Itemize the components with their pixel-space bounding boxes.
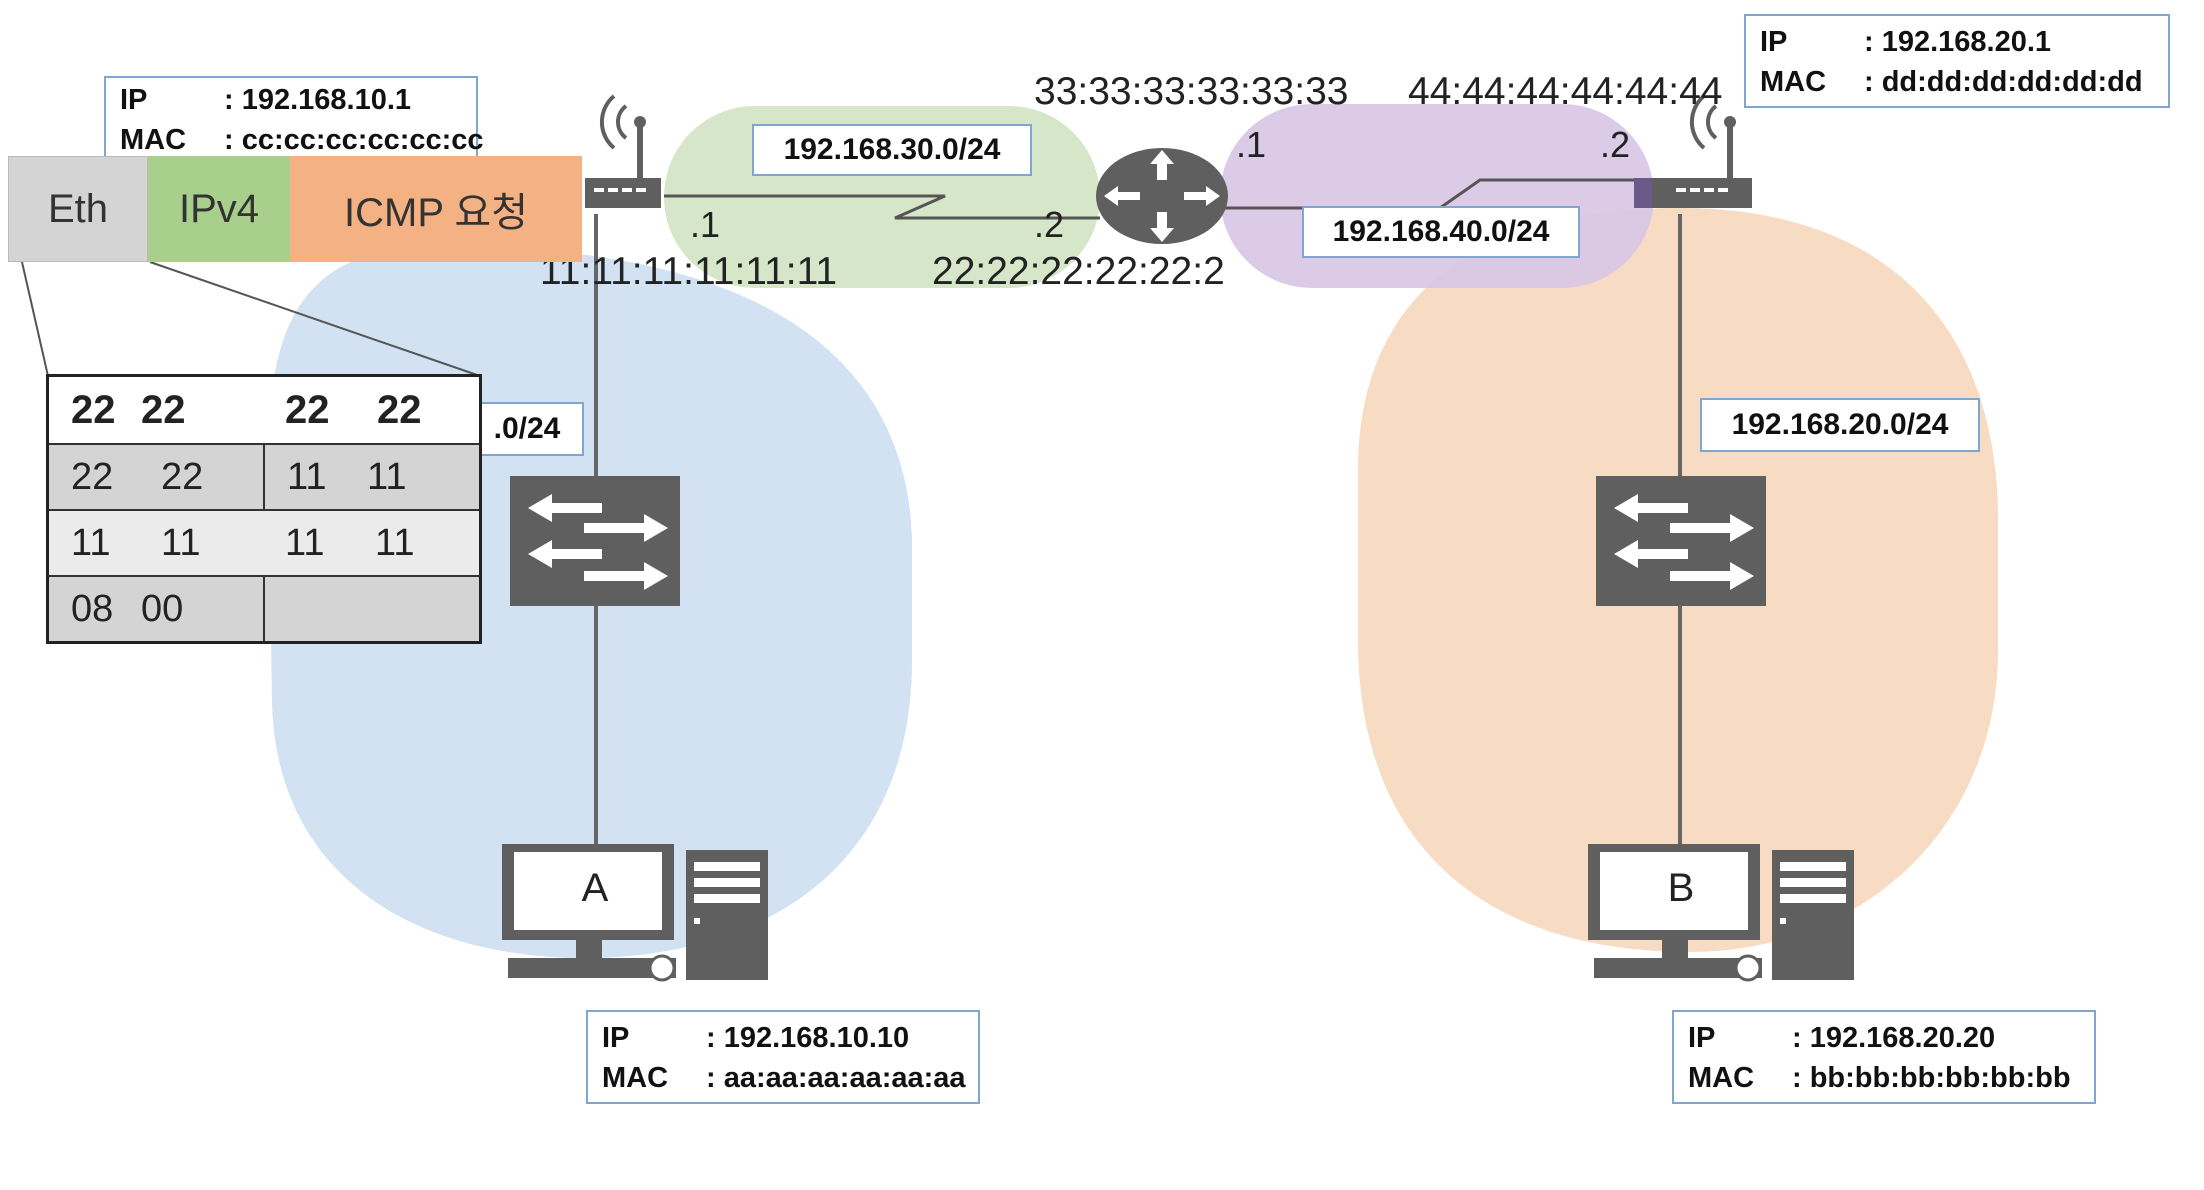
router-a-mac: : cc:cc:cc:cc:cc:cc xyxy=(224,124,484,156)
frame-cell: 22 xyxy=(71,455,114,498)
frame-row: 08 00 xyxy=(49,575,479,641)
packet: Eth IPv4 ICMP 요청 xyxy=(8,156,582,262)
ip-key: IP xyxy=(1760,26,1788,58)
frame-cell: 08 xyxy=(71,587,114,630)
ip-key: IP xyxy=(602,1022,630,1054)
iface-core-right: .1 xyxy=(1236,124,1267,165)
host-b-info: IP : 192.168.20.20 MAC : bb:bb:bb:bb:bb:bb xyxy=(1672,1010,2096,1104)
desktop-computer-icon xyxy=(1588,844,1854,982)
packet-icmp-payload: ICMP 요청 xyxy=(290,156,582,262)
router-a-ip: : 192.168.10.1 xyxy=(224,84,412,116)
packet-ipv4-header: IPv4 xyxy=(148,156,290,262)
host-b-ip: : 192.168.20.20 xyxy=(1792,1022,1996,1054)
frame-row: 11 11 11 11 xyxy=(49,509,479,575)
frame-cell: 22 xyxy=(285,387,330,432)
subnet-label-lan-b: 192.168.20.0/24 xyxy=(1700,398,1980,452)
mac-key: MAC xyxy=(1760,66,1827,98)
callout-line xyxy=(21,261,49,377)
frame-cell: 11 xyxy=(71,521,111,564)
host-a-mac: : aa:aa:aa:aa:aa:aa xyxy=(706,1062,966,1094)
mac-key: MAC xyxy=(1688,1062,1755,1094)
frame-cell: 00 xyxy=(141,587,184,630)
frame-cell: 11 xyxy=(285,521,325,564)
mac-key: MAC xyxy=(602,1062,669,1094)
router-b-mac: : dd:dd:dd:dd:dd:dd xyxy=(1864,66,2143,98)
router-b-info: IP : 192.168.20.1 MAC : dd:dd:dd:dd:dd:dd xyxy=(1744,14,2170,108)
host-b-mac: : bb:bb:bb:bb:bb:bb xyxy=(1792,1062,2071,1094)
serial-link-left xyxy=(664,194,1100,220)
mac-key: MAC xyxy=(120,124,187,156)
frame-cell: 22 xyxy=(141,387,186,432)
subnet-label-wan-right: 192.168.40.0/24 xyxy=(1302,206,1580,258)
frame-row: 22 22 11 11 xyxy=(49,443,479,509)
frame-row: 22 22 22 22 xyxy=(49,377,479,443)
switch-icon xyxy=(510,476,680,606)
router-b-ip: : 192.168.20.1 xyxy=(1864,26,2052,58)
host-a-ip: : 192.168.10.10 xyxy=(706,1022,910,1054)
mac-core-right: 33:33:33:33:33:33 xyxy=(1034,70,1349,113)
switch-icon xyxy=(1596,476,1766,606)
frame-cell: 22 xyxy=(377,387,422,432)
wan-right-area xyxy=(1220,104,1654,288)
frame-cell: 11 xyxy=(367,455,407,498)
subnet-label-lan-a: .0/24 xyxy=(470,402,584,456)
mac-router-b-wan: 44:44:44:44:44:44 xyxy=(1408,70,1723,113)
frame-cell: 11 xyxy=(287,455,327,498)
router-icon xyxy=(1096,148,1228,244)
host-a-info: IP : 192.168.10.10 MAC : aa:aa:aa:aa:aa:aa xyxy=(586,1010,980,1104)
mac-router-a-wan: 11:11:11:11:11:11 xyxy=(540,250,838,293)
ip-key: IP xyxy=(1688,1022,1716,1054)
frame-cell: 22 xyxy=(71,387,116,432)
mac-core-left: 22:22:22:22:22:2 xyxy=(932,250,1225,293)
host-a-label: A xyxy=(581,866,609,910)
frame-cell: 22 xyxy=(161,455,204,498)
subnet-label-wan-left: 192.168.30.0/24 xyxy=(752,124,1032,176)
frame-cell: 11 xyxy=(375,521,415,564)
wireless-router-icon xyxy=(1634,94,1752,208)
callout-line xyxy=(149,261,481,377)
router-a-info: IP : 192.168.10.1 MAC : cc:cc:cc:cc:cc:cc xyxy=(104,76,484,160)
iface-router-b: .2 xyxy=(1600,124,1631,165)
ethernet-frame-table: 22 22 22 22 22 22 11 11 11 11 xyxy=(46,374,482,644)
wireless-router-icon xyxy=(585,94,661,208)
host-b-label: B xyxy=(1667,866,1695,910)
iface-router-a: .1 xyxy=(690,204,721,245)
packet-eth-header: Eth xyxy=(8,156,148,262)
frame-cell: 11 xyxy=(161,521,201,564)
desktop-computer-icon xyxy=(502,844,768,982)
iface-core-left: .2 xyxy=(1034,204,1065,245)
ip-key: IP xyxy=(120,84,148,116)
